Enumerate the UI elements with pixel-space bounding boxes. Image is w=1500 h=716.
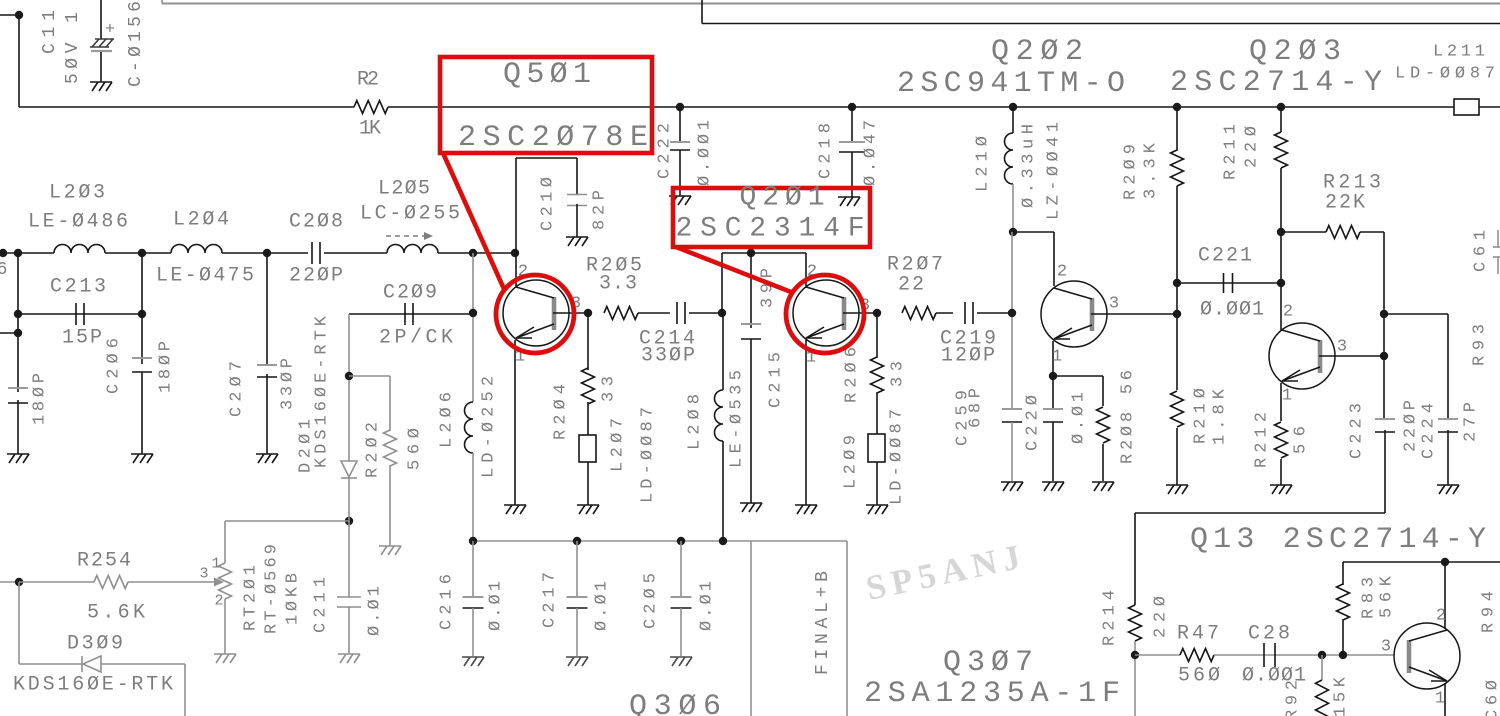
svg-text:C2Ø8: C2Ø8: [289, 211, 343, 234]
svg-text:6: 6: [0, 260, 7, 280]
svg-text:1: 1: [1282, 387, 1292, 406]
svg-text:R254: R254: [77, 550, 131, 573]
svg-text:39P: 39P: [759, 268, 778, 308]
svg-text:2SA1235A-1F: 2SA1235A-1F: [864, 677, 1120, 711]
svg-text:3: 3: [1337, 338, 1347, 357]
svg-text:22ØP: 22ØP: [289, 265, 343, 288]
svg-text:LE-Ø535: LE-Ø535: [728, 370, 747, 468]
svg-text:R2: R2: [357, 69, 379, 92]
svg-text:Ø.ØØ1: Ø.ØØ1: [1242, 665, 1306, 688]
svg-text:LD-Ø252: LD-Ø252: [480, 376, 499, 478]
svg-text:3: 3: [199, 566, 208, 583]
svg-text:56K: 56K: [1378, 575, 1397, 618]
svg-text:15K: 15K: [1332, 676, 1351, 716]
svg-text:Ø.ØØ1: Ø.ØØ1: [696, 120, 715, 186]
svg-text:22K: 22K: [1325, 192, 1365, 215]
svg-text:LE-Ø486: LE-Ø486: [28, 211, 128, 234]
svg-text:12ØP: 12ØP: [941, 345, 995, 368]
svg-text:RT2Ø1: RT2Ø1: [242, 565, 261, 631]
svg-text:3: 3: [571, 295, 581, 314]
svg-text:C221: C221: [1198, 245, 1252, 268]
svg-text:1: 1: [1435, 690, 1445, 709]
svg-text:LD-ØØ87: LD-ØØ87: [639, 407, 658, 503]
svg-text:FINAL+B: FINAL+B: [813, 571, 833, 675]
svg-text:33ØP: 33ØP: [641, 345, 695, 368]
svg-text:+: +: [105, 21, 115, 40]
svg-text:Ø.ØØ1: Ø.ØØ1: [1200, 299, 1264, 322]
svg-text:C61: C61: [1472, 230, 1491, 272]
svg-text:2SC2714-Y: 2SC2714-Y: [1170, 66, 1382, 100]
svg-text:22: 22: [898, 274, 924, 297]
svg-text:2: 2: [1283, 303, 1293, 322]
svg-text:22Ø: 22Ø: [1243, 126, 1262, 168]
svg-text:2: 2: [1057, 263, 1067, 282]
svg-text:2P/CK: 2P/CK: [379, 327, 453, 350]
svg-text:R83: R83: [1360, 577, 1379, 619]
svg-text:C6Ø: C6Ø: [1484, 680, 1500, 716]
svg-text:2: 2: [214, 593, 223, 610]
svg-text:27P: 27P: [1462, 402, 1481, 442]
svg-text:LD-ØØ87: LD-ØØ87: [1395, 65, 1495, 84]
svg-text:15P: 15P: [62, 327, 102, 350]
svg-text:2: 2: [1436, 607, 1446, 626]
svg-text:R93: R93: [1471, 324, 1490, 366]
svg-text:R92: R92: [1284, 680, 1303, 716]
svg-text:LD-ØØ87: LD-ØØ87: [888, 409, 907, 505]
svg-text:L2Ø5: L2Ø5: [378, 178, 430, 201]
svg-text:R2Ø8 56: R2Ø8 56: [1119, 370, 1138, 464]
svg-text:3: 3: [1381, 638, 1391, 657]
svg-text:Q13 2SC2714-Y: Q13 2SC2714-Y: [1190, 523, 1486, 557]
svg-text:LC-Ø255: LC-Ø255: [360, 203, 460, 226]
svg-text:R47: R47: [1177, 623, 1219, 646]
svg-text:56Ø: 56Ø: [406, 428, 425, 470]
svg-text:R94: R94: [1480, 591, 1499, 633]
svg-text:C2Ø9: C2Ø9: [383, 282, 437, 305]
svg-text:LE-Ø475: LE-Ø475: [156, 265, 254, 288]
svg-text:RT-Ø569: RT-Ø569: [263, 544, 282, 634]
svg-text:1K: 1K: [359, 118, 381, 141]
svg-text:5ØV 1: 5ØV 1: [63, 12, 83, 84]
svg-text:1: 1: [211, 556, 220, 573]
svg-text:1: 1: [806, 349, 816, 368]
svg-text:LZ-ØØ41: LZ-ØØ41: [1045, 122, 1064, 220]
svg-text:2: 2: [518, 263, 528, 282]
svg-text:22Ø: 22Ø: [1152, 596, 1171, 638]
svg-text:56Ø: 56Ø: [1178, 665, 1220, 688]
svg-text:KDS16ØE-RTK: KDS16ØE-RTK: [13, 674, 173, 697]
svg-text:3.3: 3.3: [599, 273, 637, 296]
svg-text:68P: 68P: [967, 388, 986, 428]
svg-text:1: 1: [1052, 348, 1062, 367]
svg-text:C11: C11: [40, 10, 60, 54]
svg-text:C28: C28: [1248, 623, 1290, 646]
svg-text:3: 3: [1109, 295, 1119, 314]
svg-text:82P: 82P: [591, 190, 610, 230]
svg-text:KDS16ØE-RTK: KDS16ØE-RTK: [313, 315, 332, 468]
svg-text:2: 2: [807, 263, 817, 282]
svg-text:1: 1: [515, 348, 525, 367]
svg-text:Ø.Ø47: Ø.Ø47: [862, 120, 881, 186]
